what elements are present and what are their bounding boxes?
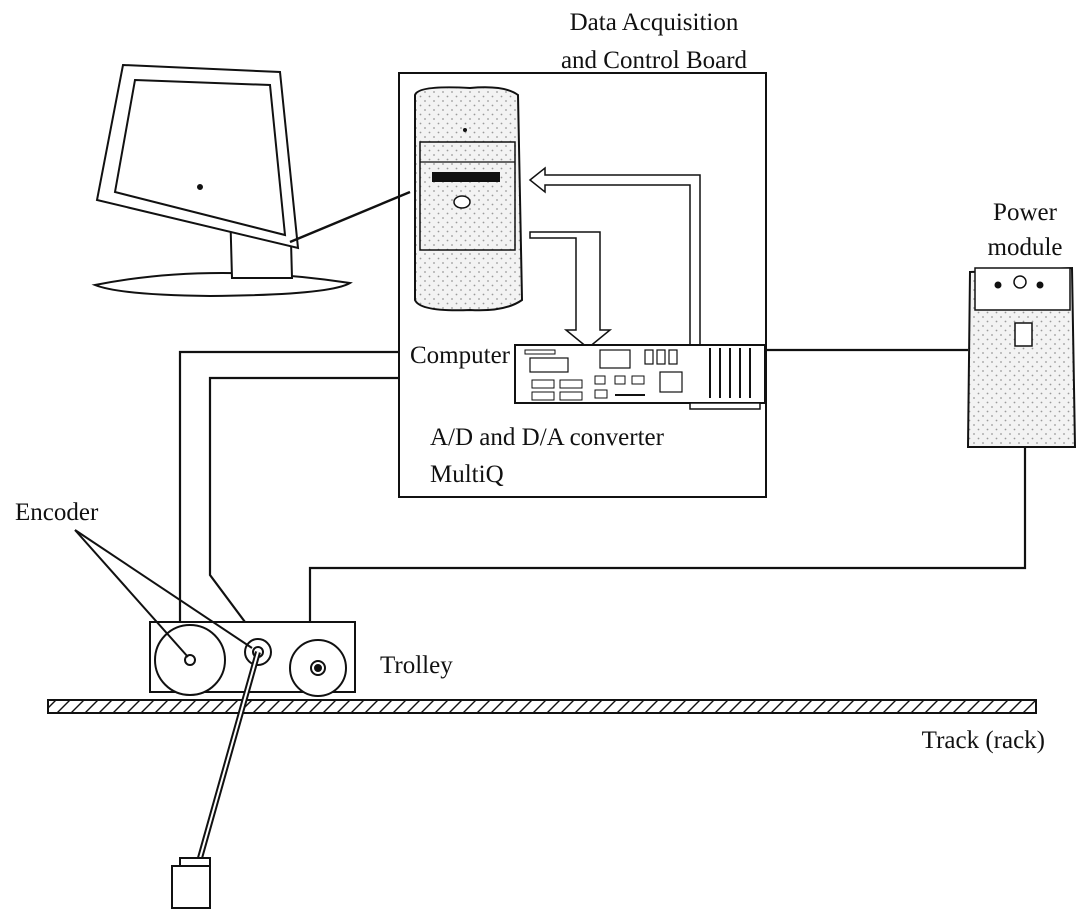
track-label: Track (rack) [922, 727, 1045, 754]
power-label-line1: Power [993, 199, 1058, 226]
board-label-line2: and Control Board [561, 47, 748, 74]
monitor-cable [289, 190, 411, 244]
monitor [91, 63, 353, 298]
pendulum [171, 651, 261, 909]
pendulum-mass [171, 865, 211, 909]
arrow-card-to-computer [528, 166, 701, 351]
wiring [178, 348, 1027, 623]
converter-label-line1: A/D and D/A converter [430, 424, 665, 451]
arrow-computer-to-card [529, 231, 613, 349]
computer-tower [414, 86, 524, 312]
trolley-label: Trolley [380, 652, 453, 679]
monitor-base [91, 271, 353, 298]
trolley [149, 621, 356, 697]
power-label-line2: module [988, 234, 1063, 261]
data-acquisition-board-outline [398, 72, 767, 498]
power-module [966, 266, 1077, 448]
monitor-screen [113, 78, 287, 237]
drive-slot [432, 172, 500, 182]
converter-label-line2: MultiQ [430, 461, 504, 488]
converter-card [514, 344, 766, 410]
monitor-power-dot [197, 184, 203, 190]
computer-label: Computer [410, 342, 511, 369]
track-rack [47, 699, 1037, 714]
power-button [453, 195, 471, 209]
encoder-label: Encoder [15, 499, 99, 526]
power-module-display [1014, 322, 1033, 347]
encoder-pointers [74, 529, 253, 658]
board-label-line1: Data Acquisition [570, 9, 739, 36]
